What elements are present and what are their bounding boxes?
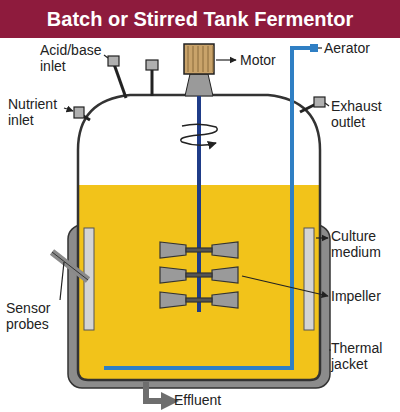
part-label: Aerator: [324, 40, 394, 56]
effluent-pipe: [146, 382, 170, 401]
label-holder: Exhaust outlet: [331, 98, 395, 130]
drawing-part: [186, 273, 212, 277]
drawing-part: [64, 108, 73, 111]
tank-outline: [78, 95, 320, 380]
aerator-fitting: [310, 44, 318, 52]
sensor-probe: [52, 252, 88, 280]
drawing-part: [74, 107, 84, 118]
drawing-part: [242, 276, 328, 296]
drawing-part: [314, 97, 325, 107]
label-holder: Nutrient inlet: [8, 96, 68, 128]
sensor-probe-edge: [52, 252, 88, 280]
label-holder: Impeller: [331, 288, 395, 304]
leader-lines: [60, 48, 331, 350]
label-holder: Motor: [240, 52, 290, 68]
motor: [184, 44, 214, 74]
drawing-part: [160, 292, 186, 308]
drawing-part: [212, 242, 238, 258]
label-holder: Sensor probes: [6, 300, 66, 332]
shaft: [197, 96, 201, 312]
drawing-part: [108, 56, 119, 66]
title-text: Batch or Stirred Tank Fermentor: [47, 8, 353, 31]
drawing-part: [212, 292, 238, 308]
label-holder: Effluent: [174, 392, 244, 408]
drawing-part: [160, 242, 186, 258]
drawing-part: [208, 46, 209, 72]
drawing-part: [104, 55, 108, 58]
label-holder: Culture medium: [331, 228, 395, 260]
title-band: Batch or Stirred Tank Fermentor: [0, 0, 400, 38]
drawing-part: [146, 60, 158, 70]
part-label: Exhaust outlet: [331, 98, 395, 130]
part-label: Culture medium: [331, 228, 395, 260]
jacket-band: [304, 228, 314, 330]
drawing-part: [318, 47, 322, 48]
part-label: Effluent: [174, 392, 244, 408]
part-label: Thermal jacket: [331, 340, 395, 372]
part-label: Nutrient inlet: [8, 96, 68, 128]
label-holder: Thermal jacket: [331, 340, 395, 372]
part-label: Impeller: [331, 288, 395, 304]
drawing-part: [186, 298, 212, 302]
coupling: [185, 74, 213, 96]
rotation-arrow: [181, 124, 217, 145]
label-holder: Aerator: [324, 40, 394, 56]
drawing-part: [216, 59, 236, 60]
motor-stripes: [188, 46, 213, 72]
drawing-part: [329, 349, 331, 350]
label-holder: Acid/base inlet: [40, 42, 106, 74]
drawing-part: [198, 46, 199, 72]
aerator-pipe: [104, 48, 316, 368]
drawing-part: [316, 237, 328, 238]
drawing-part: [213, 46, 214, 72]
drawing-part: [160, 267, 186, 283]
drawing-part: [193, 46, 194, 72]
part-label: Sensor probes: [6, 300, 66, 332]
drawing-part: [212, 267, 238, 283]
impeller-blades: [160, 242, 238, 308]
part-label: Acid/base inlet: [40, 42, 106, 74]
drawing-part: [325, 103, 329, 106]
drawing-part: [186, 248, 212, 252]
drawing-part: [60, 262, 64, 300]
drawing-part: [114, 64, 126, 98]
drawing-part: [188, 46, 189, 72]
drawing-part: [203, 46, 204, 72]
part-label: Motor: [240, 52, 290, 68]
